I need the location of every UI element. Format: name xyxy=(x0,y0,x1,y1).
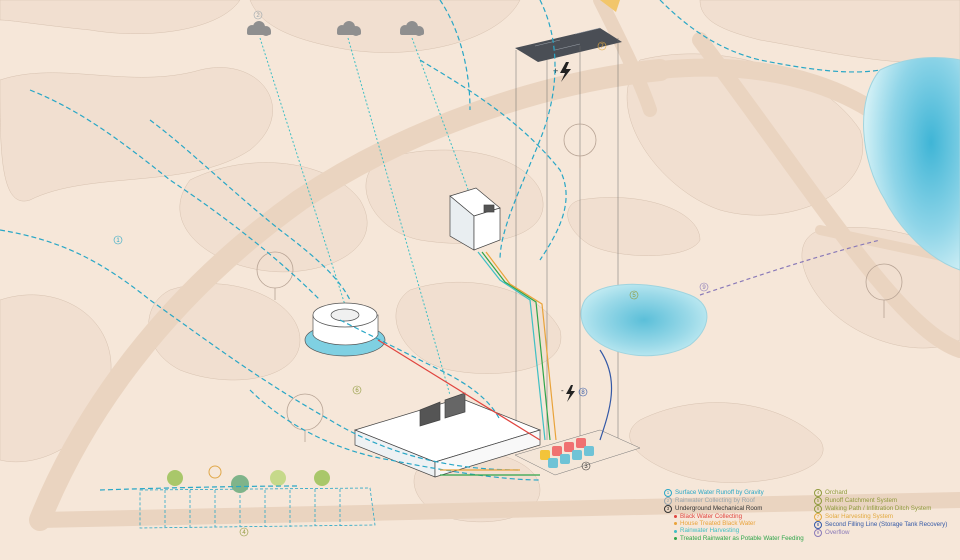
svg-text:6: 6 xyxy=(355,388,359,394)
legend-sub-rain-harvest: Rainwater Harvesting xyxy=(664,527,804,534)
marker-9: 9 xyxy=(699,282,709,292)
cloud-icon xyxy=(337,21,361,36)
cloud-icon xyxy=(400,21,424,36)
lightning-icon xyxy=(560,62,571,82)
svg-text:8: 8 xyxy=(581,390,585,396)
orchard-trees xyxy=(167,465,330,493)
tree-icon xyxy=(256,123,903,442)
marker-6: 6 xyxy=(352,385,362,395)
solar-panel-icon xyxy=(515,0,622,62)
marker-5: 5 xyxy=(629,290,639,300)
round-pavilion xyxy=(304,302,386,357)
marker-8: 8 xyxy=(578,387,588,397)
legend-sub-potable: Treated Rainwater as Potable Water Feedi… xyxy=(664,535,804,542)
cloud-icon xyxy=(247,21,271,36)
rain-lines xyxy=(259,37,471,396)
pipe-lines xyxy=(377,239,881,476)
svg-text:1: 1 xyxy=(116,238,120,244)
lake xyxy=(863,57,960,271)
legend-sub-treated-black: House Treated Black Water xyxy=(664,520,804,527)
lightning-icon xyxy=(566,385,575,402)
number-markers: 1 2 3 4 5 6 7 8 9 xyxy=(113,10,709,537)
svg-text:5: 5 xyxy=(632,293,636,299)
marker-1: 1 xyxy=(113,235,123,245)
marker-2: 2 xyxy=(253,10,263,20)
mechanical-room xyxy=(514,429,641,476)
pond xyxy=(580,283,708,357)
marker-3: 3 xyxy=(581,461,591,471)
marker-4: 4 xyxy=(239,527,249,537)
svg-text:4: 4 xyxy=(242,530,246,536)
tower-building xyxy=(449,187,501,251)
orchard xyxy=(139,487,376,529)
surface-runoff-lines xyxy=(0,0,881,491)
svg-text:2: 2 xyxy=(256,13,260,19)
svg-text:9: 9 xyxy=(702,285,706,291)
walking-path xyxy=(29,0,960,531)
legend-sub-black-water: Black Water Collecting xyxy=(664,513,804,520)
minus-symbol: - xyxy=(561,386,564,395)
svg-text:7: 7 xyxy=(600,44,604,50)
marker-7: 7 xyxy=(597,41,607,51)
plus-symbol: + xyxy=(553,66,558,76)
main-house xyxy=(353,392,542,478)
storage-tank-icon xyxy=(540,438,594,468)
solar-guides xyxy=(515,38,619,440)
svg-text:3: 3 xyxy=(584,464,588,470)
